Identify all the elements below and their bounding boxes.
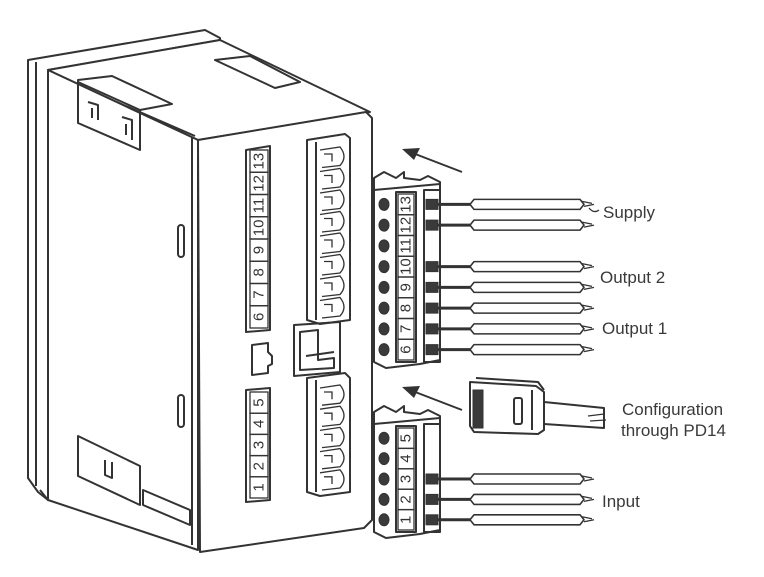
label-through-pd14: through PD14 <box>621 421 726 440</box>
screw-icon <box>378 431 390 445</box>
wire-terminal-13 <box>425 198 595 211</box>
screw-icon <box>378 513 390 527</box>
plug-terminal-number: 8 <box>398 304 415 312</box>
wire-terminal-6 <box>425 343 595 356</box>
device-terminal-cell <box>249 149 269 173</box>
socket-contact <box>324 303 333 312</box>
device-terminal-number: 5 <box>251 398 268 406</box>
device-terminal-number: 4 <box>251 420 268 428</box>
device-terminal-number: 12 <box>251 175 268 192</box>
socket-contact <box>324 217 333 226</box>
wires <box>425 198 595 526</box>
wire-terminal-12 <box>425 219 595 231</box>
device-terminal-number: 2 <box>251 462 268 470</box>
socket-contact <box>324 174 333 183</box>
plug-terminal-number: 7 <box>398 325 415 333</box>
socket-contact <box>324 476 333 484</box>
screw-icon <box>378 197 390 211</box>
socket-slot <box>319 146 345 169</box>
device-terminal-number: 11 <box>251 198 268 214</box>
screw-icon <box>378 260 390 274</box>
wire-terminal-10 <box>425 260 595 273</box>
plug-terminal-number: 3 <box>398 475 415 483</box>
screw-icon <box>378 239 390 253</box>
socket-slot <box>319 405 345 428</box>
wire-terminal-7 <box>425 323 595 335</box>
socket-contact <box>324 260 333 269</box>
screw-icon <box>378 343 390 357</box>
device-terminal-number: 9 <box>251 246 268 254</box>
plug-terminal-number: 4 <box>398 454 415 462</box>
screw-icon <box>378 472 390 486</box>
insert-arrow-lower <box>402 386 463 411</box>
wire-terminal-1 <box>425 514 595 526</box>
device-terminal-number: 13 <box>251 153 268 170</box>
wire-terminal-9 <box>425 281 595 294</box>
socket-slot <box>319 210 345 233</box>
label-output-2: Output 2 <box>600 268 666 287</box>
plug-terminal-number: 9 <box>398 283 415 291</box>
label-output-1: Output 1 <box>602 319 668 338</box>
plug-connector-lower: 1 2 3 4 5 <box>373 405 441 539</box>
insert-arrow-upper <box>402 148 463 173</box>
label-supply: Supply <box>603 203 655 222</box>
socket-slot <box>319 167 345 190</box>
device-config-port <box>293 321 341 377</box>
screw-icon <box>378 322 390 336</box>
screw-icon <box>378 452 390 466</box>
label-input: Input <box>602 492 640 511</box>
plug-terminal-number: 10 <box>398 258 415 275</box>
socket-slot <box>319 275 345 298</box>
socket-slot <box>319 447 345 470</box>
plug-terminal-number: 11 <box>398 238 415 254</box>
device-terminal-number: 3 <box>251 441 268 449</box>
plug-terminal-cell <box>397 427 415 450</box>
socket-slot <box>319 232 345 255</box>
socket-contact <box>324 282 333 291</box>
device-terminal-strip-bottom: 1 2 3 4 5 <box>245 387 271 503</box>
socket-slot <box>319 189 345 212</box>
label-configuration: Configuration <box>622 400 724 419</box>
socket-slot <box>319 469 345 491</box>
socket-contact <box>324 454 333 463</box>
socket-contact <box>324 433 333 442</box>
socket-contact <box>324 153 333 162</box>
plug-terminal-number: 5 <box>398 434 415 442</box>
wire-terminal-3 <box>425 473 595 485</box>
device-terminal-number: 6 <box>251 313 268 321</box>
device-terminal-number: 8 <box>251 268 268 276</box>
device-terminal-number: 1 <box>251 483 268 491</box>
plug-terminal-cell <box>397 193 415 216</box>
plug-terminal-number: 2 <box>398 495 415 503</box>
socket-slot <box>319 253 345 276</box>
plug-connector-upper: 6 7 8 9 10 11 12 13 <box>373 171 441 369</box>
socket-contact <box>324 196 333 205</box>
device-socket-upper <box>306 133 351 325</box>
socket-slot <box>319 296 345 319</box>
screw-icon <box>378 218 390 232</box>
device-terminal-number: 10 <box>251 220 268 237</box>
device-terminal-strip-top: 6 7 8 9 10 11 12 13 <box>245 145 271 333</box>
screw-icon <box>378 492 390 506</box>
screw-icon <box>378 301 390 315</box>
socket-contact <box>324 391 333 400</box>
socket-slot <box>319 384 345 406</box>
device-housing <box>27 29 373 553</box>
plug-terminal-number: 13 <box>398 196 415 213</box>
plug-terminal-number: 12 <box>398 217 415 234</box>
wire-terminal-2 <box>425 493 595 506</box>
device-terminal-cell <box>249 391 269 414</box>
device-socket-lower <box>306 372 351 497</box>
screw-icon <box>378 280 390 294</box>
plug-terminal-number: 1 <box>398 516 415 524</box>
port-icon <box>251 342 273 376</box>
socket-contact <box>324 412 333 421</box>
socket-contact <box>324 239 333 248</box>
socket-slot <box>319 426 345 449</box>
supply-bracket <box>588 207 600 213</box>
wire-terminal-8 <box>425 302 595 314</box>
plug-terminal-number: 6 <box>398 345 415 353</box>
device-terminal-number: 7 <box>251 290 268 298</box>
pd14-plug <box>469 377 607 435</box>
